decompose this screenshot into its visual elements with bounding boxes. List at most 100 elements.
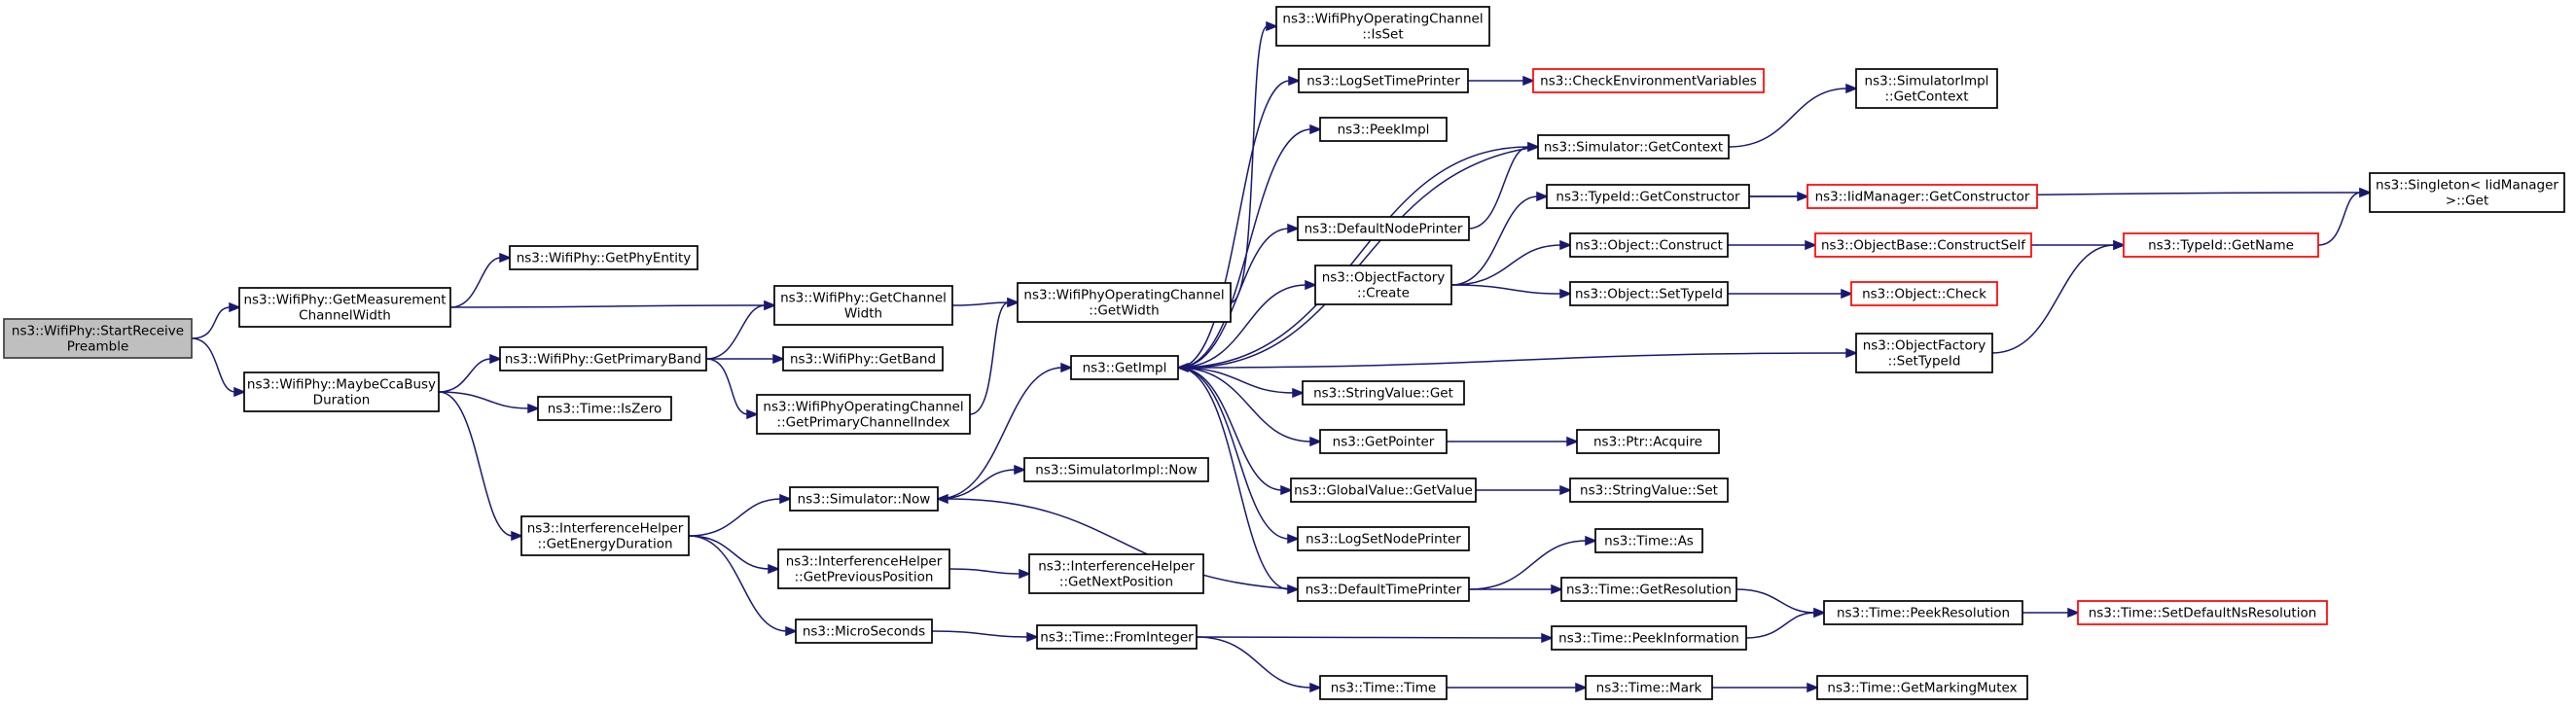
node-box [509,245,698,270]
edge-get-impl-to-peek-impl [1177,124,1323,369]
node-simulator-impl-now[interactable]: ns3::SimulatorImpl::Now [1023,457,1209,482]
edge-arrowhead [1026,631,1040,643]
node-simulator-now[interactable]: ns3::Simulator::Now [789,486,939,512]
node-label: ns3::WifiPhy::GetPhyEntity [517,251,692,266]
node-object-base-construct-self[interactable]: ns3::ObjectBase::ConstructSelf [1814,232,2032,258]
node-iid-manager-get-constructor[interactable]: ns3::IidManager::GetConstructor [1807,184,2038,209]
node-get-pointer[interactable]: ns3::GetPointer [1319,429,1448,454]
node-get-primary-band[interactable]: ns3::WifiPhy::GetPrimaryBand [499,346,707,371]
node-check-environment-variables[interactable]: ns3::CheckEnvironmentVariables [1532,68,1765,93]
node-micro-seconds[interactable]: ns3::MicroSeconds [795,619,933,644]
node-default-time-printer[interactable]: ns3::DefaultTimePrinter [1297,577,1470,602]
node-type-id-get-name[interactable]: ns3::TypeId::GetName [2123,232,2319,258]
node-label: ns3::LogSetTimePrinter [1306,74,1460,89]
node-time-get-resolution[interactable]: ns3::Time::GetResolution [1560,577,1737,602]
node-global-value-get-value[interactable]: ns3::GlobalValue::GetValue [1290,477,1477,503]
node-get-phy-entity[interactable]: ns3::WifiPhy::GetPhyEntity [509,245,698,270]
node-string-value-get[interactable]: ns3::StringValue::Get [1302,380,1465,406]
node-time-as[interactable]: ns3::Time::As [1594,528,1703,553]
edge-line [191,337,236,393]
edge-arrowhead [2359,187,2373,198]
node-default-node-printer[interactable]: ns3::DefaultNodePrinter [1297,216,1470,241]
edge-get-impl-to-simulator-get-context [1177,141,1541,369]
node-time-get-marking-mutex[interactable]: ns3::Time::GetMarkingMutex [1816,675,2028,700]
edge-get-primary-band-to-get-primary-channel-index [705,358,760,420]
node-box [1319,117,1448,142]
node-is-zero[interactable]: ns3::Time::IsZero [537,396,672,421]
edge-arrowhead [746,408,760,420]
edge-arrowhead [1845,83,1859,94]
node-object-check[interactable]: ns3::Object::Check [1850,281,1998,306]
node-get-primary-channel-index[interactable]: ns3::WifiPhyOperatingChannel::GetPrimary… [756,394,971,435]
edge-line [438,391,530,409]
node-label: ChannelWidth [299,308,391,324]
edge-simulator-get-context-to-simulator-impl-get-context [1728,83,1859,148]
node-object-set-type-id[interactable]: ns3::Object::SetTypeId [1569,281,1729,306]
edge-arrowhead [1309,436,1323,447]
node-get-energy-duration[interactable]: ns3::InterferenceHelper::GetEnergyDurati… [520,515,690,556]
node-peek-impl[interactable]: ns3::PeekImpl [1319,117,1448,142]
node-label: ns3::WifiPhyOperatingChannel [1282,12,1483,27]
node-object-factory-create[interactable]: ns3::ObjectFactory::Create [1314,265,1452,305]
node-ptr-acquire[interactable]: ns3::Ptr::Acquire [1576,429,1720,454]
edge-start-receive-preamble-to-get-measurement-channel-width [191,301,242,339]
edge-object-factory-create-to-object-set-type-id [1450,284,1573,300]
node-get-previous-position[interactable]: ns3::InterferenceHelper::GetPreviousPosi… [777,548,950,589]
node-get-band[interactable]: ns3::WifiPhy::GetBand [782,346,944,371]
node-string-value-set[interactable]: ns3::StringValue::Set [1569,477,1729,503]
node-get-impl[interactable]: ns3::GetImpl [1070,355,1179,380]
node-simulator-get-context[interactable]: ns3::Simulator::GetContext [1537,134,1730,159]
node-simulator-impl-get-context[interactable]: ns3::SimulatorImpl::GetContext [1855,68,1998,109]
node-time-mark[interactable]: ns3::Time::Mark [1585,675,1713,700]
edge-get-primary-band-to-get-channel-width [705,300,777,360]
node-time-peek-information[interactable]: ns3::Time::PeekInformation [1551,625,1747,651]
edge-line [969,301,1010,415]
edge-time-mark-to-time-get-marking-mutex [1712,682,1820,693]
node-type-id-get-constructor[interactable]: ns3::TypeId::GetConstructor [1546,184,1750,209]
node-op-ch-is-set[interactable]: ns3::WifiPhyOperatingChannel::IsSet [1275,6,1490,47]
node-singleton-get[interactable]: ns3::Singleton< IidManager>::Get [2369,172,2565,213]
edge-line [1177,367,1312,442]
edge-arrowhead [2067,607,2081,619]
node-box [1297,526,1470,551]
node-label: ::SetTypeId [1888,354,1961,370]
node-label: ns3::PeekImpl [1338,123,1430,138]
edge-from-integer-to-time-peek-information [1196,632,1555,644]
edge-line [1468,146,1530,230]
edge-line [688,535,770,570]
node-from-integer[interactable]: ns3::Time::FromInteger [1036,624,1198,650]
node-op-ch-get-width[interactable]: ns3::WifiPhyOperatingChannel::GetWidth [1017,282,1232,323]
node-object-factory-set-type-id[interactable]: ns3::ObjectFactory::SetTypeId [1855,333,1993,373]
edge-default-time-printer-to-time-as [1468,535,1598,590]
node-label: ns3::Time::IsZero [548,402,662,417]
node-object-construct[interactable]: ns3::Object::Construct [1569,232,1729,258]
node-get-next-position[interactable]: ns3::InterferenceHelper::GetNextPosition [1028,553,1204,594]
edge-line [1177,146,1530,369]
edge-line [937,367,1063,500]
edge-maybe-cca-busy-duration-to-is-zero [438,391,541,414]
node-box [1297,577,1470,602]
node-box [238,287,451,328]
edge-time-peek-resolution-to-time-set-default-ns-resolution [2022,607,2081,619]
node-box [520,515,690,556]
edge-line [1177,80,1291,369]
edge-time-peek-information-to-time-peek-resolution [1745,607,1827,639]
node-time-time[interactable]: ns3::Time::Time [1319,675,1448,700]
edge-arrowhead [1841,288,1854,300]
node-time-peek-resolution[interactable]: ns3::Time::PeekResolution [1823,600,2023,625]
edge-arrowhead [1845,347,1859,359]
node-label: >::Get [2446,194,2488,209]
edge-line [1177,367,1290,540]
node-log-set-node-printer[interactable]: ns3::LogSetNodePrinter [1297,526,1470,551]
node-log-set-time-printer[interactable]: ns3::LogSetTimePrinter [1298,68,1469,93]
node-box [1576,429,1720,454]
edge-global-value-get-value-to-string-value-set [1476,484,1573,496]
edge-get-impl-to-object-factory-set-type-id [1177,347,1859,369]
edge-arrowhead [1014,464,1027,476]
node-time-set-default-ns-resolution[interactable]: ns3::Time::SetDefaultNsResolution [2077,600,2328,625]
edge-arrowhead [233,386,247,398]
